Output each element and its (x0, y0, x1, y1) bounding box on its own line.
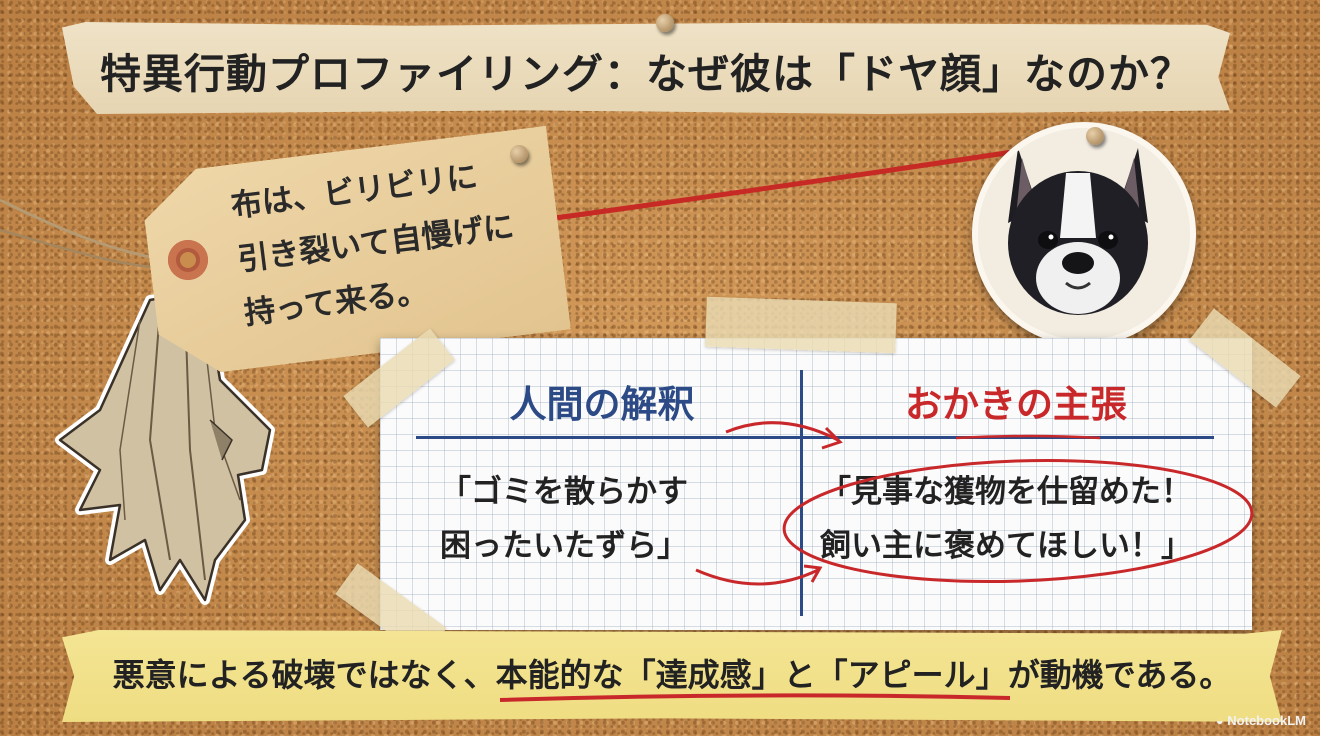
conclusion-banner (62, 630, 1282, 722)
comparison-card (380, 338, 1252, 630)
left-line: 困ったいたずら」 (440, 528, 688, 564)
left-heading: 人間の解釈 (509, 383, 695, 426)
right-line: 飼い主に褒めてほしい！」 (820, 528, 1192, 564)
right-text: 「見事な獲物を仕留めた！ 飼い主に褒めてほしい！」 (820, 465, 1240, 573)
pushpin-icon (656, 14, 674, 32)
conclusion-text: 悪意による破壊ではなく、本能的な「達成感」と「アピール」が動機である。 (62, 650, 1282, 696)
red-circle-annotation (782, 458, 1254, 584)
pushpin-icon (510, 145, 528, 163)
conclusion-emphasis: 本能的な「達成感」と「アピール」 (495, 656, 1008, 694)
dog-photo (972, 122, 1196, 346)
pushpin-icon (1086, 127, 1104, 145)
right-line: 「見事な獲物を仕留めた！ (820, 474, 1192, 510)
underline-annotation (955, 434, 1101, 440)
column-divider (800, 370, 803, 616)
brand-icon: ◒ (1215, 713, 1228, 728)
title-banner (62, 22, 1230, 114)
arrow-icon (725, 421, 839, 442)
brand-label: ◒ NotebookLM (1215, 713, 1306, 728)
left-line: 「ゴミを散らかす (440, 474, 688, 510)
conclusion-part3: が動機である。 (1007, 656, 1232, 694)
arrow-icon (695, 568, 819, 586)
page-title: 特異行動プロファイリング：なぜ彼は「ドヤ顔」なのか？ (100, 50, 1192, 98)
left-text: 「ゴミを散らかす 困ったいたずら」 (440, 465, 780, 573)
right-heading: おかきの主張 (905, 383, 1127, 426)
tag-eyelet (168, 240, 208, 280)
conclusion-part1: 悪意による破壊ではなく、 (112, 656, 496, 694)
header-rule (416, 436, 1214, 439)
boston-terrier-illustration (1008, 148, 1148, 315)
